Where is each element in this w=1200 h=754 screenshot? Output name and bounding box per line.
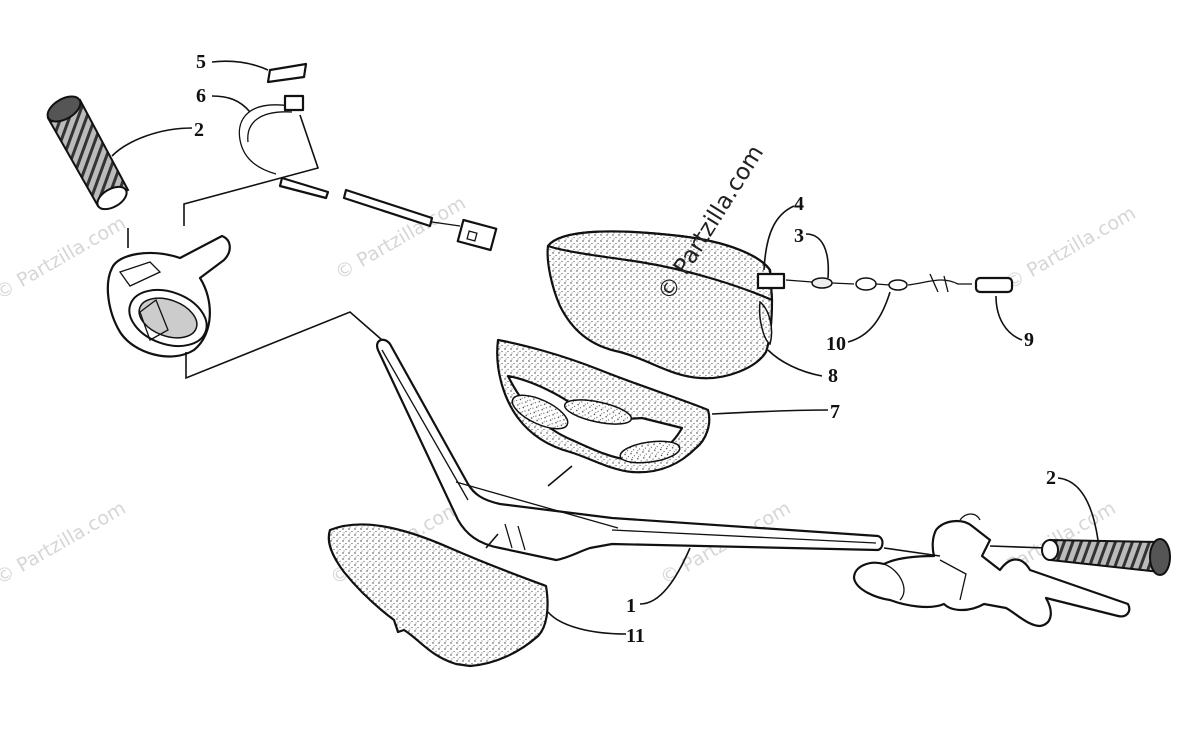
callout-8: 8 [828, 365, 838, 387]
assembly-line [185, 311, 383, 380]
assembly-line [485, 533, 499, 549]
part-1-handlebar [376, 338, 884, 562]
leader-2-left [111, 127, 193, 157]
watermark: © Partzilla.com [0, 497, 129, 589]
left-throttle-housing [106, 234, 231, 358]
callout-2-left: 2 [194, 119, 204, 141]
callout-2-right: 2 [1046, 467, 1056, 489]
assembly-line [547, 465, 573, 487]
callout-10: 10 [826, 333, 846, 355]
part-7-foam [496, 338, 711, 474]
callout-4: 4 [794, 193, 804, 215]
leader-4 [763, 205, 795, 271]
leader-7 [711, 409, 829, 415]
callout-6: 6 [196, 85, 206, 107]
leader-10 [847, 291, 891, 343]
leader-5 [211, 60, 269, 71]
assembly-line [883, 547, 941, 557]
part-2-right-grip [1041, 538, 1171, 576]
leader-3 [805, 233, 830, 279]
callout-7: 7 [830, 401, 840, 423]
callout-11: 11 [626, 625, 645, 647]
part-6-wire-harness [238, 94, 498, 252]
leader-8 [767, 349, 823, 377]
right-brake-lever-assembly [852, 513, 1131, 628]
part-2-left-grip [46, 95, 130, 211]
watermark: © Partzilla.com [332, 192, 470, 284]
part-11-bottom-pad [327, 523, 549, 668]
assembly-line [183, 114, 320, 226]
callout-5: 5 [196, 51, 206, 73]
callout-3: 3 [794, 225, 804, 247]
watermark: © Partzilla.com [1002, 202, 1140, 294]
leader-2-right [1057, 477, 1099, 541]
leader-9 [995, 295, 1023, 341]
callout-1: 1 [626, 595, 636, 617]
part-3-4-10-9-wire-kit [756, 272, 1014, 294]
assembly-line [989, 545, 1047, 549]
leader-11 [547, 611, 627, 635]
leader-6 [211, 95, 251, 113]
callout-9: 9 [1024, 329, 1034, 351]
leader-1 [639, 547, 691, 605]
part-5-pad [266, 62, 308, 84]
